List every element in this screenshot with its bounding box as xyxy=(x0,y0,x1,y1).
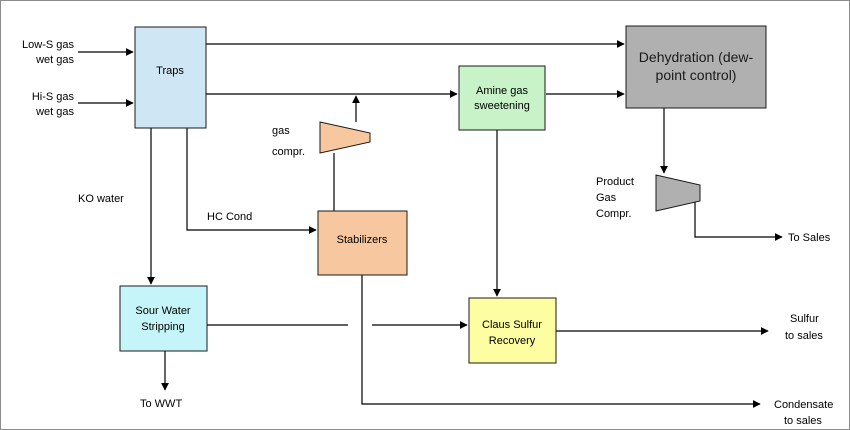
traps-node: Traps xyxy=(134,26,207,129)
stabilizers-label: Stabilizers xyxy=(337,234,388,246)
amine-label-line-1: Amine gas xyxy=(476,85,528,97)
hi-s-gas-label-line-2: wet gas xyxy=(35,106,74,118)
claus-sulfur-recovery-node: Claus Sulfur Recovery xyxy=(468,297,557,364)
traps-label: Traps xyxy=(156,65,184,77)
product-gas-label-line-2: Gas xyxy=(596,192,617,204)
condensate-to-sales-arrow xyxy=(361,275,761,408)
dehydration-label-line-2: point control) xyxy=(656,67,737,83)
to-wwt-label: To WWT xyxy=(140,398,182,410)
sour-water-label-line-1: Sour Water xyxy=(135,305,191,317)
gas-compressor-icon xyxy=(319,121,371,154)
sour-water-label-line-2: Stripping xyxy=(141,321,184,333)
condensate-label-line-2: to sales xyxy=(784,415,822,427)
condensate-label-line-1: Condensate xyxy=(774,399,833,411)
claus-label-line-1: Claus Sulfur xyxy=(482,319,542,331)
low-s-gas-label-line-2: wet gas xyxy=(35,54,74,66)
gas-compr-label-line-2: compr. xyxy=(272,146,305,158)
amine-label-line-2: sweetening xyxy=(474,100,530,112)
to-sales-arrow xyxy=(694,196,783,241)
claus-label-line-2: Recovery xyxy=(489,335,536,347)
amine-gas-sweetening-node: Amine gas sweetening xyxy=(458,65,546,131)
stabilizers-node: Stabilizers xyxy=(317,210,408,276)
to-sales-label: To Sales xyxy=(788,232,831,244)
sour-water-stripping-node: Sour Water Stripping xyxy=(119,285,208,352)
gas-compr-label-line-1: gas xyxy=(272,125,290,137)
sulfur-label-line-1: Sulfur xyxy=(790,313,819,325)
sulfur-label-line-2: to sales xyxy=(785,330,823,342)
dehydration-node: Dehydration (dew- point control) xyxy=(625,25,767,109)
product-gas-label-line-3: Compr. xyxy=(596,208,631,220)
dehydration-label-line-1: Dehydration (dew- xyxy=(639,49,754,65)
low-s-gas-label-line-1: Low-S gas xyxy=(22,39,74,51)
hi-s-gas-label-line-1: Hi-S gas xyxy=(32,91,75,103)
ko-water-label: KO water xyxy=(78,193,124,205)
product-gas-compressor-icon xyxy=(655,174,701,212)
product-gas-label-line-1: Product xyxy=(596,176,634,188)
hc-cond-arrow xyxy=(186,128,317,234)
hc-cond-label: HC Cond xyxy=(207,211,252,223)
